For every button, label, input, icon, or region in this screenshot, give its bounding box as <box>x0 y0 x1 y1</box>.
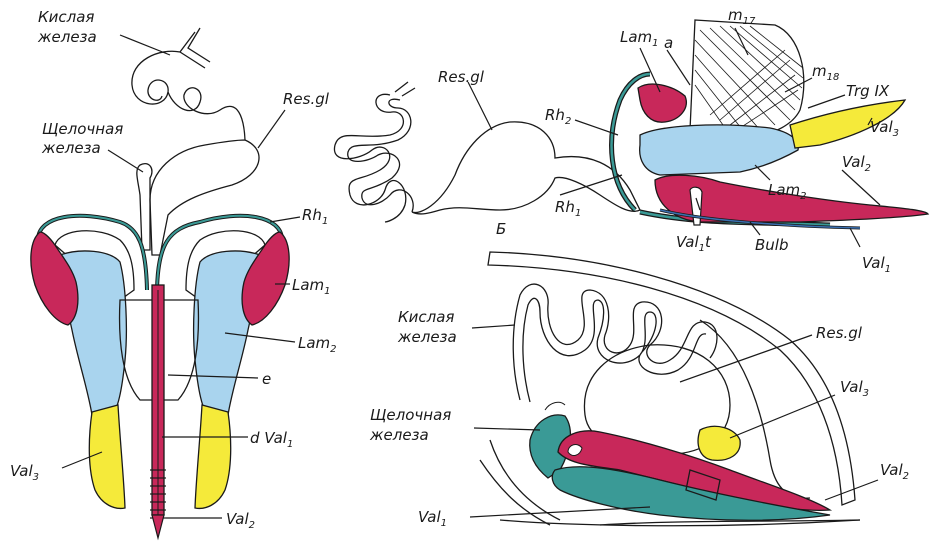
trg-ix-label-b: Trg IX <box>846 82 890 100</box>
dval1-label-a: d Val1 <box>250 429 293 450</box>
acid-gland-label-a-2: железа <box>37 28 97 46</box>
lam2-b <box>640 125 799 175</box>
res-gl-label-a: Res.gl <box>283 90 330 108</box>
alkaline-gland-label-c-2: железа <box>369 426 429 444</box>
m18-label-b: m18 <box>812 62 839 83</box>
val3-label-b: Val3 <box>870 118 899 139</box>
res-gl-label-b: Res.gl <box>438 68 485 86</box>
val3-right-a <box>195 405 231 508</box>
rh2-label-b: Rh2 <box>545 106 571 127</box>
val2-label-c: Val2 <box>880 461 909 482</box>
coiled-tube-b <box>334 94 405 222</box>
alkaline-gland-label-a-2: железа <box>41 139 101 157</box>
val2-label-b: Val2 <box>842 153 871 174</box>
a-label-b: a <box>664 34 673 52</box>
lam1-label-a: Lam1 <box>292 276 331 297</box>
lam1-left-a <box>31 232 78 325</box>
val1-label-c: Val1 <box>418 508 447 529</box>
letter-b-label: Б <box>496 220 506 238</box>
val3-c <box>698 426 740 460</box>
panel-c: Кислая железа Res.gl Val3 Щелочная желез… <box>369 252 909 529</box>
m17-label-b: m17 <box>728 6 756 27</box>
lam1-right-a <box>242 232 289 325</box>
val3-label-c: Val3 <box>840 378 869 399</box>
acid-gland-tube-a-inner <box>188 28 210 62</box>
lam2-label-b: Lam2 <box>768 181 807 202</box>
val1-label-b: Val1 <box>862 254 891 275</box>
panel-b: Res.gl Rh2 Rh1 Б Lam1 a m17 m18 Trg IX V… <box>334 6 928 275</box>
alkaline-gland-label-c-1: Щелочная <box>370 406 451 424</box>
rh1-label-a: Rh1 <box>302 206 328 227</box>
acid-gland-tube-c <box>513 284 717 400</box>
res-gl-label-c: Res.gl <box>816 324 863 342</box>
val3-left-a <box>89 405 125 508</box>
rh1-label-b: Rh1 <box>555 198 581 219</box>
bulb-label-b: Bulb <box>755 236 789 254</box>
e-label-a: e <box>262 370 271 388</box>
acid-gland-label-c-2: железа <box>397 328 457 346</box>
val2-label-a: Val2 <box>226 510 255 531</box>
reservoir-gland-b <box>412 122 640 214</box>
acid-gland-label-c-1: Кислая <box>398 308 454 326</box>
lam1-label-b: Lam1 <box>620 28 659 49</box>
muscle-hatching-b <box>695 26 803 135</box>
muscle-fan-b <box>690 20 804 140</box>
acid-gland-label-a-1: Кислая <box>38 8 94 26</box>
lam1-b <box>638 84 686 122</box>
alkaline-gland-label-a-1: Щелочная <box>42 120 123 138</box>
lam2-label-a: Lam2 <box>298 334 337 355</box>
val1t-label-b: Val1t <box>676 233 712 254</box>
panel-a: Кислая железа Щелочная железа Res.gl Rh1… <box>10 8 337 538</box>
val3-label-a: Val3 <box>10 462 39 483</box>
